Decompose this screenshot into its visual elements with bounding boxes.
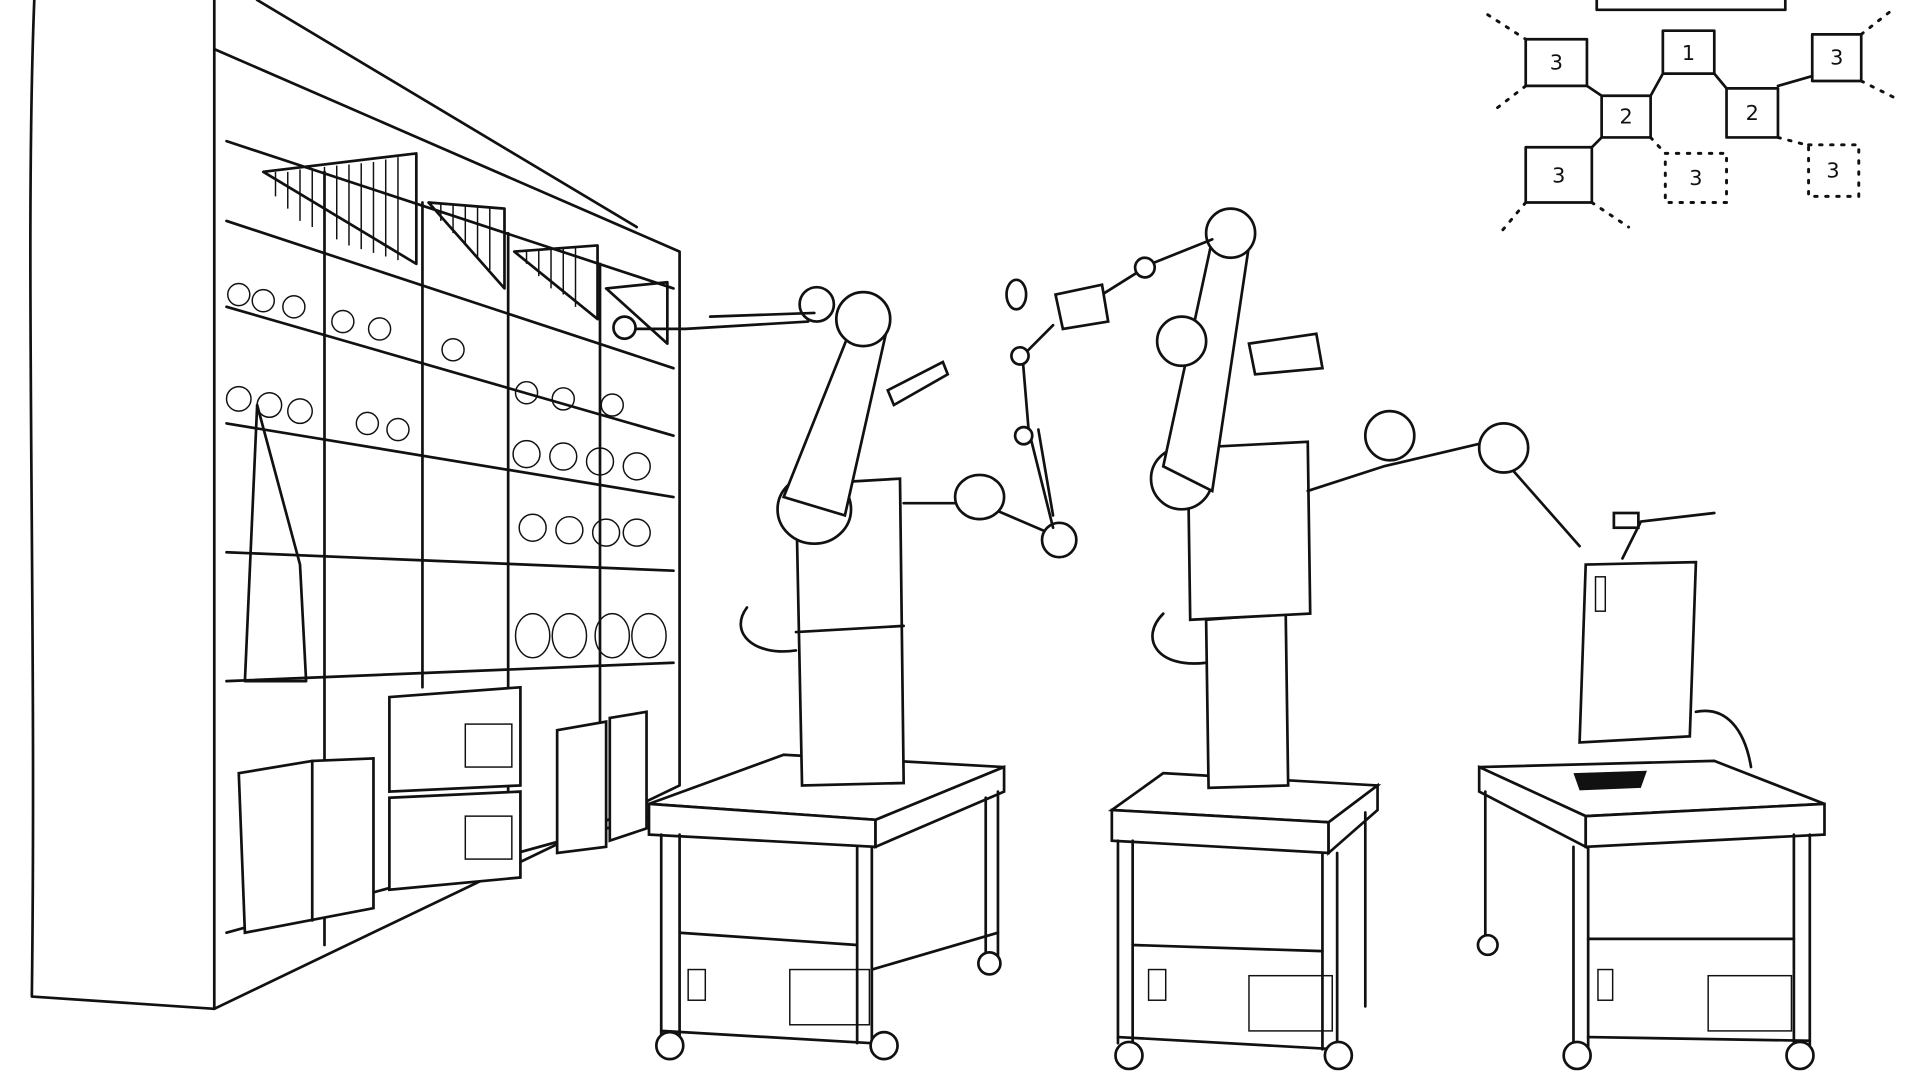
svg-text:3: 3 bbox=[1552, 163, 1565, 187]
diagram-node-3-top-right: 3 bbox=[1810, 33, 1863, 83]
robot-station-middle bbox=[1005, 207, 1581, 1071]
robot-station-right bbox=[1476, 511, 1826, 1071]
svg-text:3: 3 bbox=[1826, 159, 1839, 183]
diagram-node-3-top-left: 3 bbox=[1524, 37, 1589, 88]
diagram-node-2-left: 2 bbox=[1600, 94, 1652, 139]
diagram-node-3-bottom-left: 3 bbox=[1524, 145, 1594, 204]
cell-layout-diagram: 1 2 2 3 3 3 3 3 bbox=[1486, 0, 1897, 235]
diagram-node-1: 1 bbox=[1661, 29, 1716, 75]
svg-text:3: 3 bbox=[1830, 46, 1843, 70]
svg-text:2: 2 bbox=[1619, 105, 1632, 129]
svg-text:1: 1 bbox=[1682, 41, 1695, 65]
diagram-node-3-dotted-center: 3 bbox=[1663, 151, 1728, 204]
svg-text:3: 3 bbox=[1550, 51, 1563, 75]
diagram-node-2-right: 2 bbox=[1725, 87, 1780, 139]
robot-station-left bbox=[612, 285, 1078, 1061]
storage-shelving-unit bbox=[29, 0, 681, 1011]
diagram-node-3-dotted-right: 3 bbox=[1807, 143, 1861, 198]
svg-text:2: 2 bbox=[1746, 101, 1759, 125]
svg-text:3: 3 bbox=[1689, 166, 1702, 190]
